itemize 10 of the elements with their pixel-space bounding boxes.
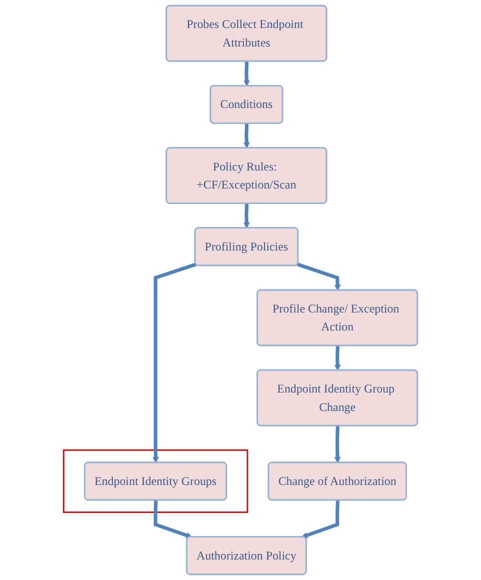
arrow (244, 61, 250, 86)
arrow (152, 262, 197, 464)
arrow (154, 500, 192, 538)
arrow (244, 124, 250, 148)
arrow (334, 426, 341, 464)
arrow (296, 262, 341, 291)
arrow (244, 204, 250, 228)
arrow (334, 346, 341, 371)
arrow (301, 500, 340, 538)
cluster (62, 449, 248, 513)
